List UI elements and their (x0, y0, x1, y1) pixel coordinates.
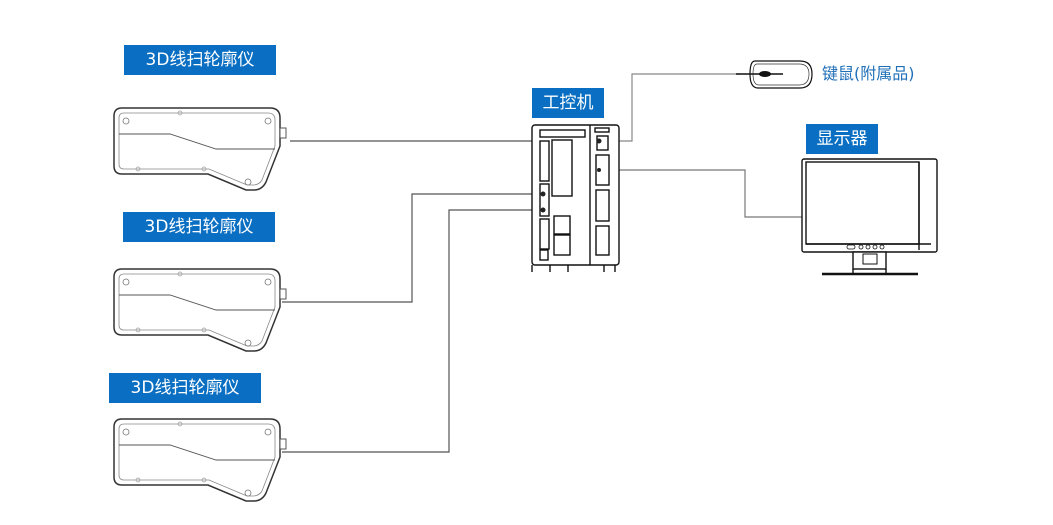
scanner-2-label: 3D线扫轮廓仪 (123, 212, 275, 242)
mouse-label: 键鼠(附属品) (822, 64, 915, 83)
cable-scanner-2 (282, 193, 542, 303)
cable-mouse (600, 73, 740, 142)
cable-monitor (600, 169, 806, 218)
scanner-2-device (113, 268, 287, 352)
scanner-1-label: 3D线扫轮廓仪 (124, 45, 276, 75)
monitor-buttons (846, 244, 885, 250)
scanner-3-device (113, 418, 287, 502)
ipc-label: 工控机 (532, 88, 604, 118)
scanner-3-label: 3D线扫轮廓仪 (109, 373, 261, 403)
cable-scanner-3 (282, 209, 542, 453)
scanner-1-device (113, 107, 287, 191)
mouse-device (736, 60, 813, 89)
monitor-device (801, 158, 938, 276)
ipc-device (531, 124, 620, 272)
monitor-label: 显示器 (806, 124, 878, 154)
